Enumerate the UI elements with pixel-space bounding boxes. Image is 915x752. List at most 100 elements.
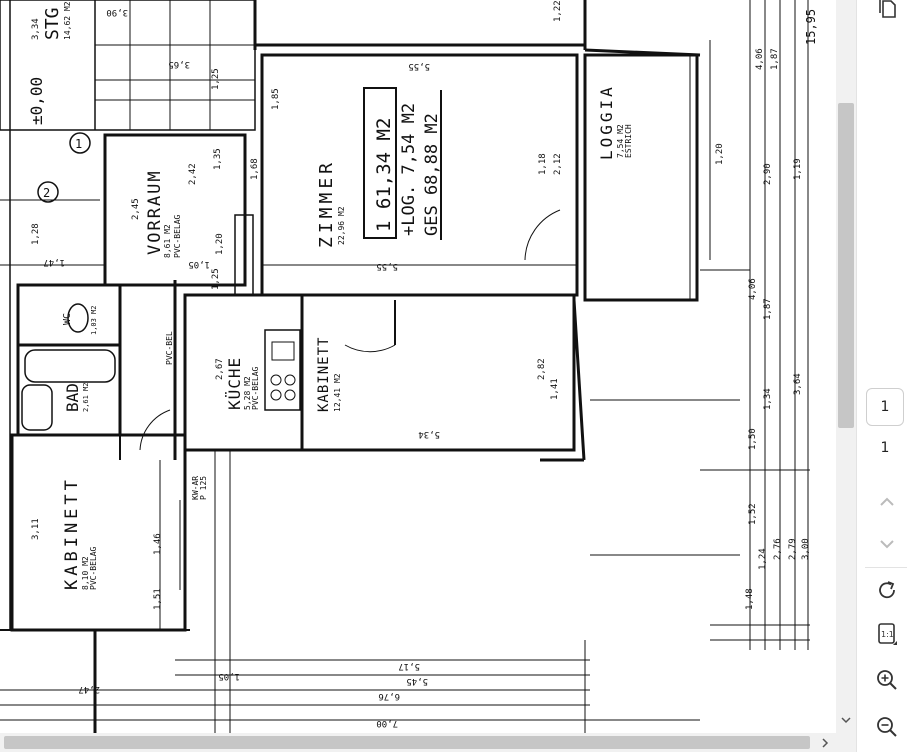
- dim-right-7: 3,64: [793, 373, 803, 395]
- dim-misc-21: 1,05: [188, 259, 210, 269]
- horizontal-scrollbar[interactable]: [0, 733, 836, 752]
- label-kw-ar: KW-AR: [191, 476, 200, 500]
- dim-right-6: 1,87: [763, 298, 773, 320]
- scrollbar-corner: [836, 733, 856, 752]
- room-area-kabinett-right: 12,41 M2: [333, 373, 342, 412]
- dim-misc-14: 2,47: [78, 684, 100, 694]
- room-label-zimmer: ZIMMER: [316, 159, 337, 248]
- actual-size-icon: 1:1: [876, 622, 898, 650]
- dim-right-14: 1,24: [758, 548, 768, 570]
- dim-misc-22: 1,51: [153, 588, 163, 610]
- room-label-wc: WC: [62, 313, 73, 325]
- dim-misc-5: 2,42: [188, 163, 198, 185]
- room-area-kabinett-left: 8,10 M2: [81, 556, 90, 590]
- dim-misc-17: 1,85: [271, 88, 281, 110]
- dim-misc-9: 5,34: [418, 429, 440, 439]
- dim-misc-3: 3,90: [106, 7, 128, 17]
- dim-misc-2: 5,55: [376, 261, 398, 271]
- dim-right-16: 15,95: [804, 9, 818, 45]
- dim-misc-28: 1,35: [213, 148, 223, 170]
- room-floor-kueche: PVC-BELAG: [251, 366, 260, 410]
- room-area-wc: 1,03 M2: [90, 305, 98, 335]
- dim-right-11: 2,76: [773, 538, 783, 560]
- vertical-scroll-thumb[interactable]: [838, 103, 854, 428]
- dim-misc-20: 1,20: [215, 233, 225, 255]
- room-area-bad: 2,61 M2: [82, 382, 90, 412]
- floor-plan-drawing: ZIMMER 22,96 M2 1 61,34 M2 +LOG. 7,54 M2…: [0, 0, 818, 733]
- dim-misc-27: 2,45: [131, 198, 141, 220]
- dim-right-12: 2,79: [788, 538, 798, 560]
- room-label-kueche: KÜCHE: [225, 357, 244, 410]
- previous-page-button[interactable]: [871, 484, 903, 516]
- area-box-total: GES 68,88 M2: [422, 113, 442, 236]
- chevron-up-icon: [880, 491, 894, 510]
- dim-right-1: 4,06: [755, 48, 765, 70]
- dim-misc-24: 3,11: [31, 518, 41, 540]
- room-floor-vorraum: PVC-BELAG: [173, 214, 182, 258]
- dim-misc-18: 1,25: [211, 268, 221, 290]
- dim-misc-26: 1,47: [43, 257, 65, 267]
- dim-misc-30: 2,12: [553, 153, 563, 175]
- room-area-loggia: 7,54 M2: [616, 124, 625, 158]
- dim-right-15: 1,48: [745, 588, 755, 610]
- page-total: 1: [880, 440, 890, 456]
- scroll-down-arrow-icon[interactable]: [836, 711, 856, 729]
- dim-misc-19: 1,68: [250, 158, 260, 180]
- room-label-kabinett-left: KABINETT: [62, 476, 82, 590]
- dim-misc-16: 1,25: [211, 68, 221, 90]
- marker-1: 1: [75, 137, 82, 151]
- toolbar-divider: [865, 567, 907, 568]
- dim-misc-1: 5,55: [408, 61, 430, 71]
- level-label: ±0,00: [27, 77, 46, 125]
- room-floor-loggia: ESTRICH: [624, 124, 633, 158]
- room-area-kueche: 5,28 M2: [243, 376, 252, 410]
- dim-right-2: 1,87: [770, 48, 780, 70]
- label-pvc-bel: PVC-BEL: [165, 331, 174, 365]
- page-number-input[interactable]: 1: [866, 388, 904, 426]
- vertical-scrollbar[interactable]: [836, 0, 856, 733]
- dim-misc-11: 5,45: [406, 676, 428, 686]
- dim-misc-15: 1,05: [218, 671, 240, 681]
- chevron-down-icon: [880, 534, 894, 553]
- dim-misc-13: 7,00: [376, 718, 398, 728]
- dim-misc-29: 1,18: [538, 153, 548, 175]
- copy-pages-button[interactable]: [871, 0, 903, 26]
- label-terrasse: 14,62 M2 TERRAS: [63, 0, 72, 40]
- dim-misc-12: 6,76: [378, 691, 400, 701]
- scroll-right-arrow-icon[interactable]: [816, 733, 834, 752]
- dim-misc-4: 3,65: [168, 59, 190, 69]
- dim-misc-32: 1,20: [715, 143, 725, 165]
- area-box-loggia: +LOG. 7,54 M2: [399, 103, 419, 236]
- zoom-in-icon: [876, 669, 898, 695]
- dim-right-9: 1,50: [748, 428, 758, 450]
- rotate-icon: [876, 579, 898, 605]
- actual-size-label: 1:1: [881, 630, 894, 639]
- room-label-kabinett-right: KABINETT: [316, 337, 332, 412]
- dim-misc-6: 2,67: [215, 358, 225, 380]
- next-page-button[interactable]: [871, 527, 903, 559]
- floor-plan-page: ZIMMER 22,96 M2 1 61,34 M2 +LOG. 7,54 M2…: [0, 0, 818, 733]
- rotate-button[interactable]: [871, 576, 903, 608]
- marker-2: 2: [43, 186, 50, 200]
- room-label-stg: STG: [42, 7, 63, 40]
- actual-size-button[interactable]: 1:1: [871, 620, 903, 652]
- dim-misc-31: 1,22: [553, 0, 563, 22]
- dim-right-4: 1,19: [793, 158, 803, 180]
- horizontal-scroll-thumb[interactable]: [4, 736, 810, 749]
- label-p125: P 125: [199, 476, 208, 500]
- room-area-zimmer: 22,96 M2: [337, 206, 346, 245]
- dim-misc-23: 1,46: [153, 533, 163, 555]
- zoom-in-button[interactable]: [871, 666, 903, 698]
- dim-misc-7: 2,82: [537, 358, 547, 380]
- dim-right-13: 3,00: [801, 538, 811, 560]
- dim-misc-25: 1,28: [31, 223, 41, 245]
- dim-right-3: 2,90: [763, 163, 773, 185]
- dim-right-5: 4,06: [748, 278, 758, 300]
- room-label-bad: BAD: [63, 383, 82, 412]
- room-floor-kabinett-left: PVC-BELAG: [89, 546, 98, 590]
- zoom-out-button[interactable]: [871, 713, 903, 745]
- dim-right-8: 1,34: [763, 388, 773, 410]
- room-label-loggia: LOGGIA: [597, 84, 616, 160]
- zoom-out-icon: [876, 716, 898, 742]
- dim-misc-10: 5,17: [398, 661, 420, 671]
